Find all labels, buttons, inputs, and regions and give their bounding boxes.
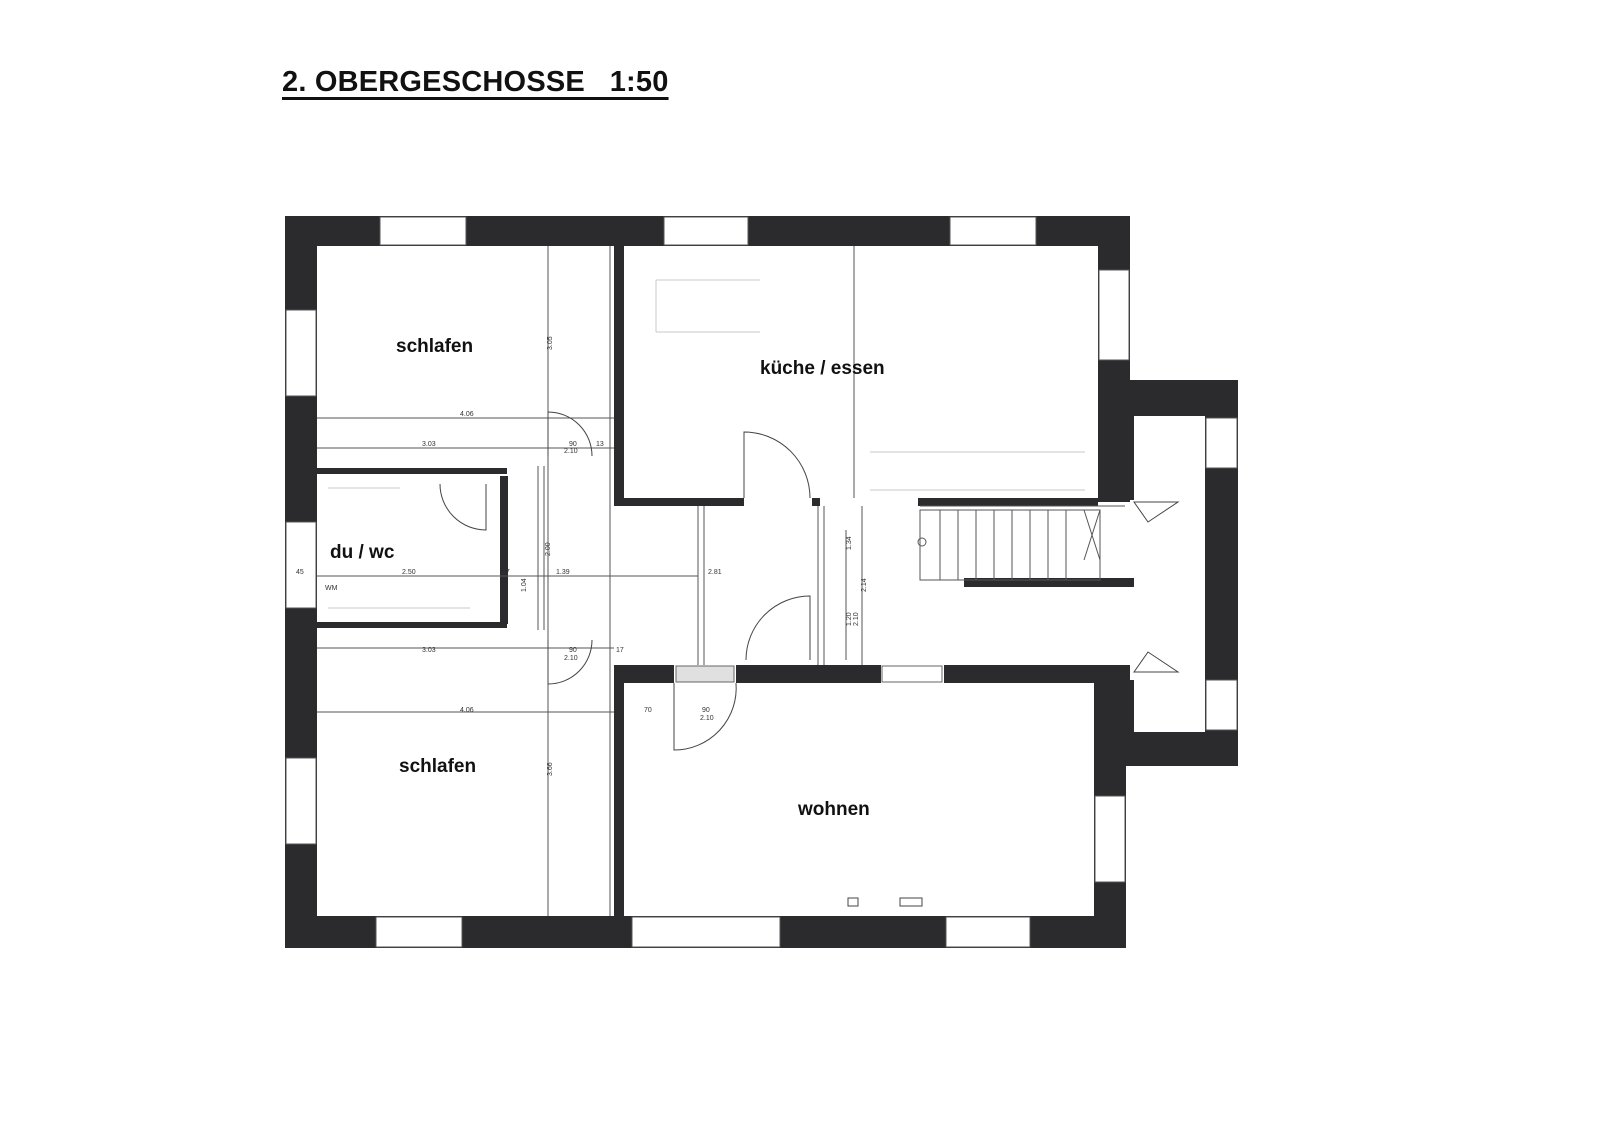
dim-label: 2.10 (564, 448, 578, 455)
dim-label: 3.03 (422, 441, 436, 448)
wall-kitchen-bottom-c (918, 498, 1098, 506)
windows (285, 216, 1238, 948)
window-left-1 (285, 309, 317, 397)
wall-corridor-bottom-b (736, 665, 881, 683)
window-top-2 (663, 216, 749, 246)
wall-kitchen-left (614, 246, 624, 502)
dim-label: 1.34 (846, 536, 853, 550)
dim-label: 90 (569, 647, 577, 654)
room-label-wohnen: wohnen (797, 799, 870, 820)
window-right-2 (1094, 795, 1126, 883)
dim-label: 2.10 (700, 715, 714, 722)
threshold-stair (881, 665, 943, 683)
dim-label: 2.14 (861, 578, 868, 592)
door-schlafen-bottom (547, 639, 593, 685)
dim-label: 13 (596, 441, 604, 448)
dim-label: 1.39 (556, 569, 570, 576)
dim-label: 4.06 (460, 707, 474, 714)
window-left-3 (285, 757, 317, 845)
dim-label: 17 (616, 647, 624, 654)
dim-label: 4.06 (460, 411, 474, 418)
wall-bath-bottom (317, 622, 507, 628)
dim-label: 3.66 (547, 762, 554, 776)
radiator-1 (847, 897, 859, 907)
wall-corridor-bottom-c (944, 665, 1130, 683)
dim-label: 1.04 (521, 578, 528, 592)
window-bottom-3 (945, 916, 1031, 948)
wall-bath-top (317, 468, 507, 474)
dimension-labels: 4.06 3.03 90 2.10 13 45 2.50 17 1.39 2.8… (296, 336, 868, 776)
dim-label: 3.03 (422, 647, 436, 654)
window-top-1 (379, 216, 467, 246)
interior-walls (317, 246, 1134, 916)
dim-label: 2.10 (853, 612, 860, 626)
window-bay-1 (1205, 417, 1238, 469)
door-schlafen-top (547, 411, 593, 457)
bay-inner-bottom (1126, 680, 1134, 732)
dim-label: 70 (644, 707, 652, 714)
bay-inner-top (1126, 416, 1134, 500)
door-bay-bottom (1133, 651, 1180, 673)
threshold-wohnen (675, 665, 735, 683)
dim-label: 45 (296, 569, 304, 576)
dim-label: 90 (702, 707, 710, 714)
dim-label: 2.00 (545, 542, 552, 556)
staircase (917, 509, 1101, 581)
window-left-2 (285, 521, 317, 609)
page-title: 2. OBERGESCHOSSE 1:50 (282, 66, 669, 98)
washer-label: WM (325, 585, 338, 592)
window-bottom-2 (631, 916, 781, 948)
dim-label: 3.05 (547, 336, 554, 350)
bay-wall-bottom (1126, 732, 1238, 766)
doors (439, 411, 1180, 751)
wall-corridor-bottom-a (614, 665, 674, 683)
window-right-1 (1098, 269, 1130, 361)
wall-living-left (614, 683, 624, 916)
door-bath (439, 483, 487, 531)
room-label-bath: du / wc (330, 542, 395, 563)
dim-label: 2.50 (402, 569, 416, 576)
dim-label: 90 (569, 441, 577, 448)
wall-kitchen-bottom-b (812, 498, 820, 506)
dim-label: 1.20 (846, 612, 853, 626)
dim-label: 17 (502, 569, 510, 576)
door-kitchen (743, 431, 811, 499)
radiator-2 (899, 897, 923, 907)
window-top-3 (949, 216, 1037, 246)
room-label-schlafen-bottom: schlafen (399, 756, 476, 777)
door-corridor (745, 595, 811, 661)
door-wohnen (673, 682, 737, 751)
window-bottom-1 (375, 916, 463, 948)
dim-label: 2.10 (564, 655, 578, 662)
stair-handrail (964, 578, 1134, 587)
wall-bath-right (500, 476, 508, 624)
room-label-schlafen-top: schlafen (396, 336, 473, 357)
door-bay-top (1133, 501, 1180, 523)
room-label-kueche: küche / essen (760, 358, 885, 379)
window-bay-2 (1205, 679, 1238, 731)
dim-label: 2.81 (708, 569, 722, 576)
wall-kitchen-bottom-a (614, 498, 744, 506)
reference-lines (317, 246, 1125, 916)
